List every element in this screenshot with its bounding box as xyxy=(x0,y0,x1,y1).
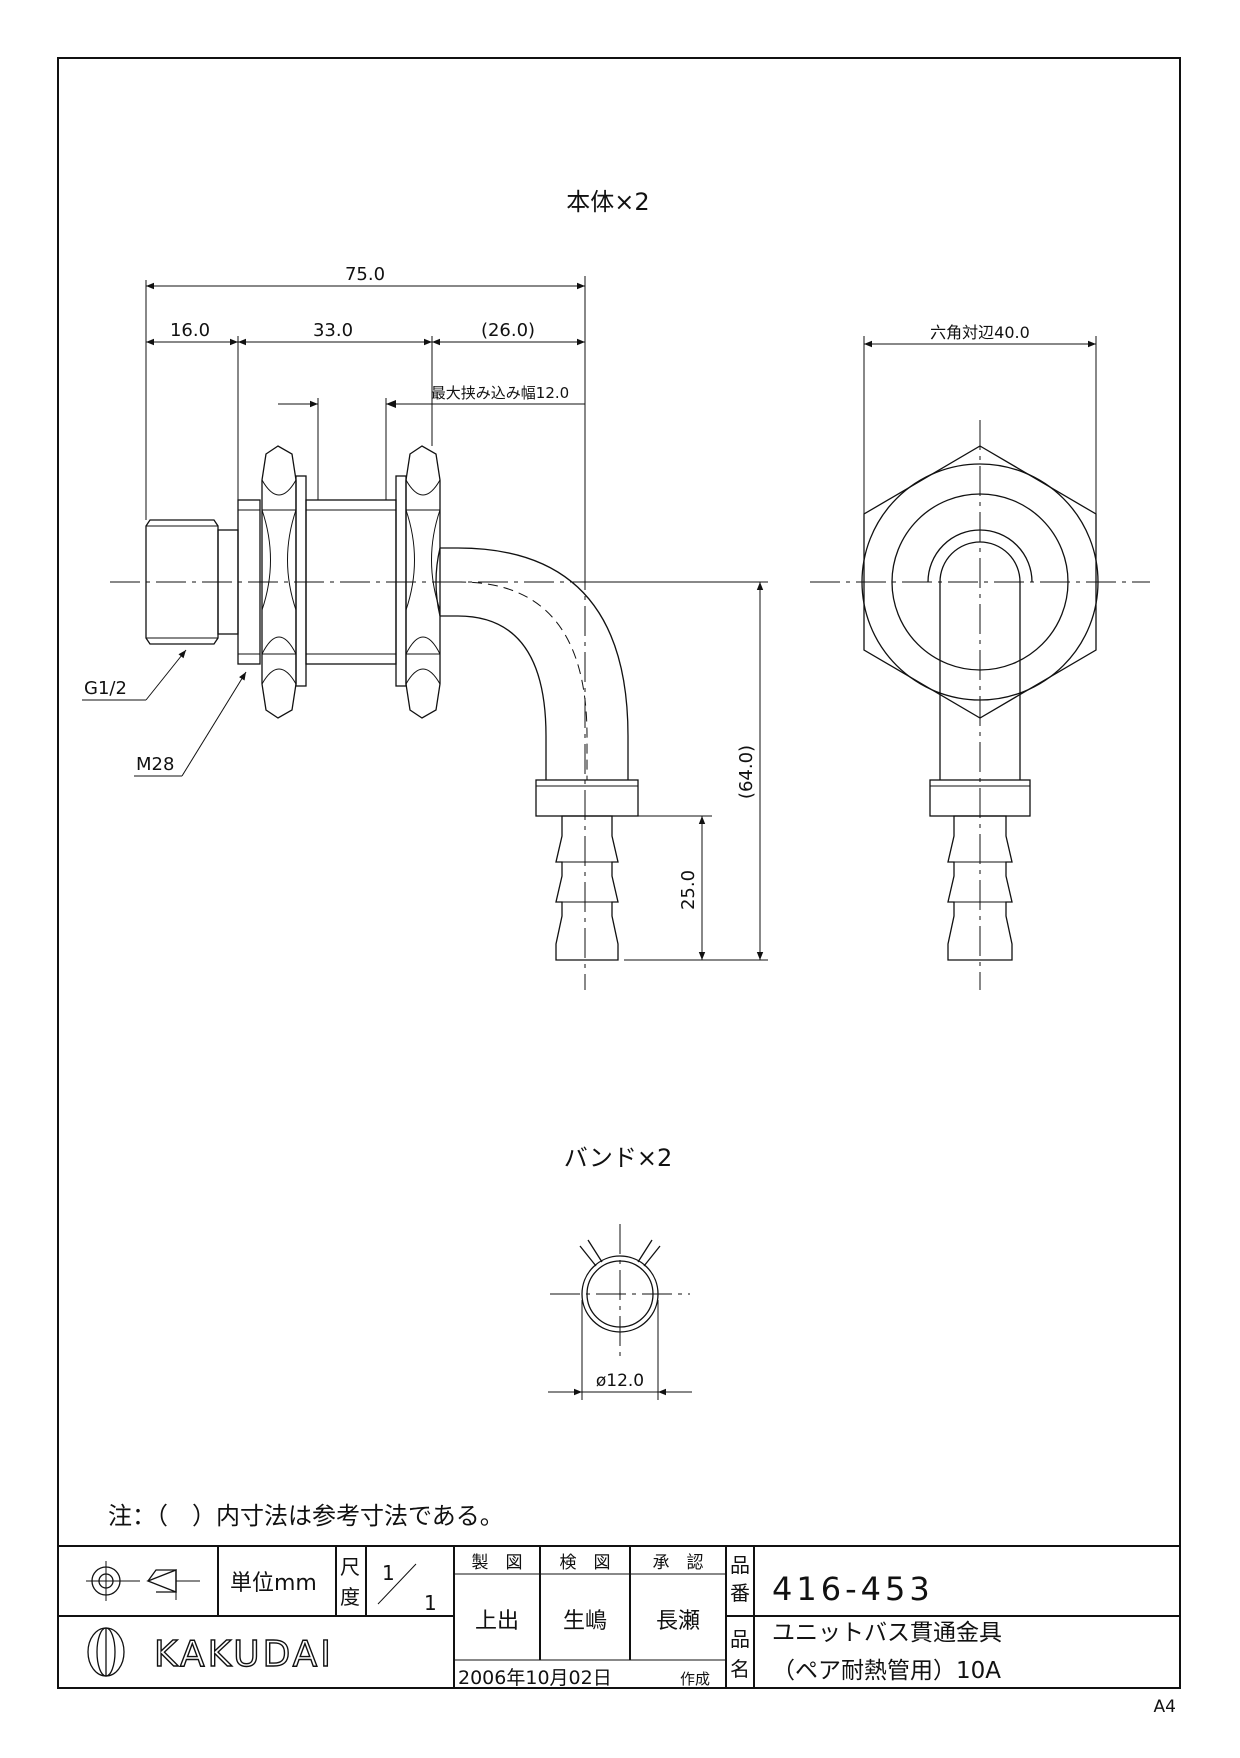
side-washer-circle xyxy=(891,493,1069,671)
dim-hex-label: 六角対辺40.0 xyxy=(930,323,1030,342)
nut-facets xyxy=(405,479,441,685)
dim-barb-label: 25.0 xyxy=(678,870,699,910)
right-hex-nut xyxy=(405,445,441,719)
left-hex-nut xyxy=(261,445,297,719)
elbow-bore xyxy=(440,581,588,780)
scale-label-1: 尺 xyxy=(340,1555,360,1579)
kakudai-logo: KAKUDAI xyxy=(87,1627,334,1677)
unit-label: 単位mm xyxy=(230,1571,317,1596)
front-view-caption: 本体×2 xyxy=(566,188,649,216)
band-outer-circle xyxy=(581,1255,659,1333)
elbow-pipe-inner xyxy=(440,615,547,780)
label-m28: M28 xyxy=(136,754,174,775)
side-pipe-outer xyxy=(927,529,1033,583)
date-suffix: 作成 xyxy=(680,1670,710,1688)
checked-header: 検 図 xyxy=(560,1553,611,1573)
drawn-header: 製 図 xyxy=(472,1553,523,1573)
dim-seg2-label: 33.0 xyxy=(313,320,353,341)
band-inner-circle xyxy=(586,1260,654,1328)
drawn-by: 上出 xyxy=(475,1609,519,1634)
paper-size: A4 xyxy=(1154,1697,1176,1717)
sheet-border xyxy=(57,57,1181,1689)
right-washer xyxy=(395,475,407,687)
band-tab-left xyxy=(579,1239,603,1267)
dim-band-label: ø12.0 xyxy=(596,1371,644,1391)
m28-step xyxy=(237,499,261,665)
elbow-end xyxy=(435,547,441,617)
nut-facets xyxy=(261,479,297,685)
arrowhead xyxy=(386,400,396,408)
name-label-1: 品 xyxy=(730,1627,750,1651)
left-washer xyxy=(295,475,307,687)
dim-seg3-label: (26.0) xyxy=(481,320,535,341)
name-label-2: 名 xyxy=(730,1657,750,1681)
checked-by: 生嶋 xyxy=(563,1609,607,1634)
projection-symbol xyxy=(86,1561,200,1601)
pn-label-2: 番 xyxy=(730,1581,750,1605)
product-name-1: ユニットバス貫通金具 xyxy=(772,1620,1002,1646)
scale-slash xyxy=(377,1563,417,1605)
dim-clamp-label: 最大挟み込み幅12.0 xyxy=(431,384,569,402)
dim-total-label: 75.0 xyxy=(345,264,385,285)
leader-m28-arrow xyxy=(181,671,247,777)
product-name-2: （ペア耐熱管用）10A xyxy=(772,1658,1001,1684)
scale-label-2: 度 xyxy=(340,1585,360,1609)
band-tab-right xyxy=(637,1239,661,1267)
title-block xyxy=(58,1545,1180,1688)
scale-den: 1 xyxy=(424,1591,437,1615)
dim-height-label: (64.0) xyxy=(736,745,757,799)
approved-by: 長瀬 xyxy=(656,1609,700,1634)
side-pipe-top xyxy=(939,541,1021,583)
part-number: 416-453 xyxy=(772,1570,934,1608)
label-g12: G1/2 xyxy=(84,678,127,699)
pn-label-1: 品 xyxy=(730,1553,750,1577)
note-text: 注：（ ）内寸法は参考寸法である。 xyxy=(108,1502,504,1530)
dim-seg1-label: 16.0 xyxy=(170,320,210,341)
side-hex-circle xyxy=(861,463,1099,701)
nut-facets xyxy=(261,636,297,655)
elbow-pipe xyxy=(440,547,629,780)
brand-logo-text: KAKUDAI xyxy=(154,1634,334,1675)
barb-nut xyxy=(535,779,639,817)
scale-num: 1 xyxy=(382,1561,395,1585)
approved-header: 承 認 xyxy=(653,1553,704,1573)
leader-g12-arrow xyxy=(145,649,187,701)
date-text: 2006年10月02日 xyxy=(458,1667,612,1689)
band-caption: バンド×2 xyxy=(564,1144,673,1172)
hose-barb xyxy=(555,815,619,961)
